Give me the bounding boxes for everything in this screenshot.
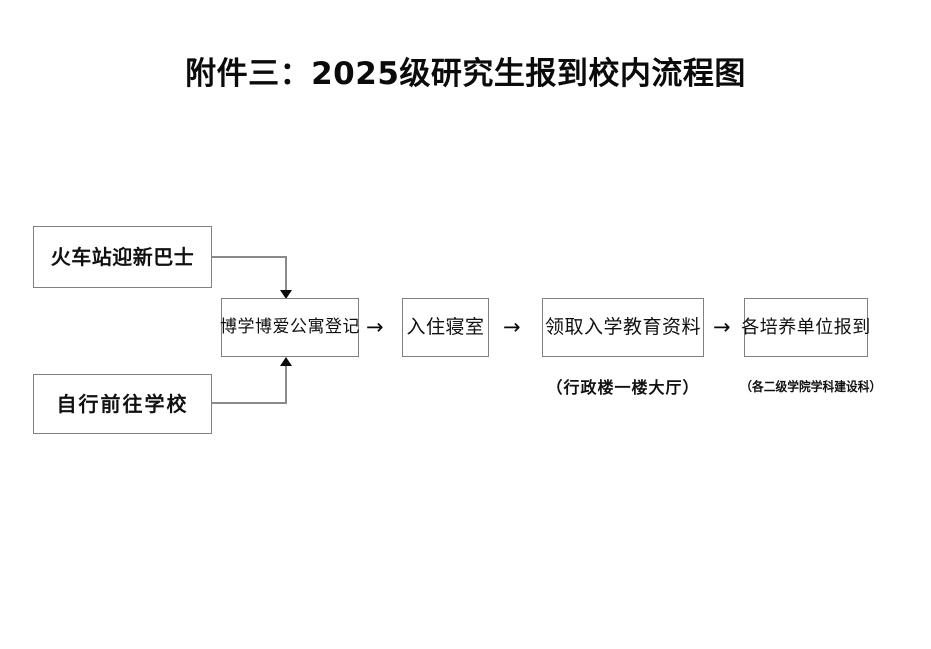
connector-bus-horizontal	[212, 256, 287, 258]
page-title: 附件三：2025级研究生报到校内流程图	[185, 56, 746, 92]
flow-node-report[interactable]: 各培养单位报到	[741, 298, 871, 357]
flow-node-dorm-label: 入住寝室	[406, 316, 485, 338]
arrow-right-icon-apartment-dorm: →	[366, 315, 384, 339]
connector-self-vertical	[285, 366, 287, 404]
flow-node-self[interactable]: 自行前往学校	[33, 374, 212, 434]
flow-node-apartment[interactable]: 博学博爱公寓登记	[220, 298, 360, 357]
arrowhead-up-icon	[280, 357, 292, 366]
connector-bus-vertical	[285, 256, 287, 292]
flow-node-apartment-label: 博学博爱公寓登记	[220, 317, 360, 337]
arrow-right-icon-dorm-materials: →	[503, 315, 521, 339]
flow-node-materials-caption: （行政楼一楼大厅）	[546, 378, 700, 397]
flow-node-report-label: 各培养单位报到	[741, 316, 871, 338]
flow-node-self-label: 自行前往学校	[56, 392, 189, 416]
flow-node-bus[interactable]: 火车站迎新巴士	[33, 226, 212, 288]
flow-node-materials[interactable]: 领取入学教育资料	[542, 298, 704, 357]
flow-node-report-caption: （各二级学院学科建设科）	[740, 379, 882, 394]
connector-self-horizontal	[212, 402, 287, 404]
arrowhead-down-icon	[280, 290, 292, 299]
flow-node-dorm[interactable]: 入住寝室	[402, 298, 489, 357]
flow-node-materials-label: 领取入学教育资料	[544, 316, 701, 338]
flow-node-bus-label: 火车站迎新巴士	[50, 245, 195, 269]
arrow-right-icon-materials-report: →	[713, 315, 731, 339]
